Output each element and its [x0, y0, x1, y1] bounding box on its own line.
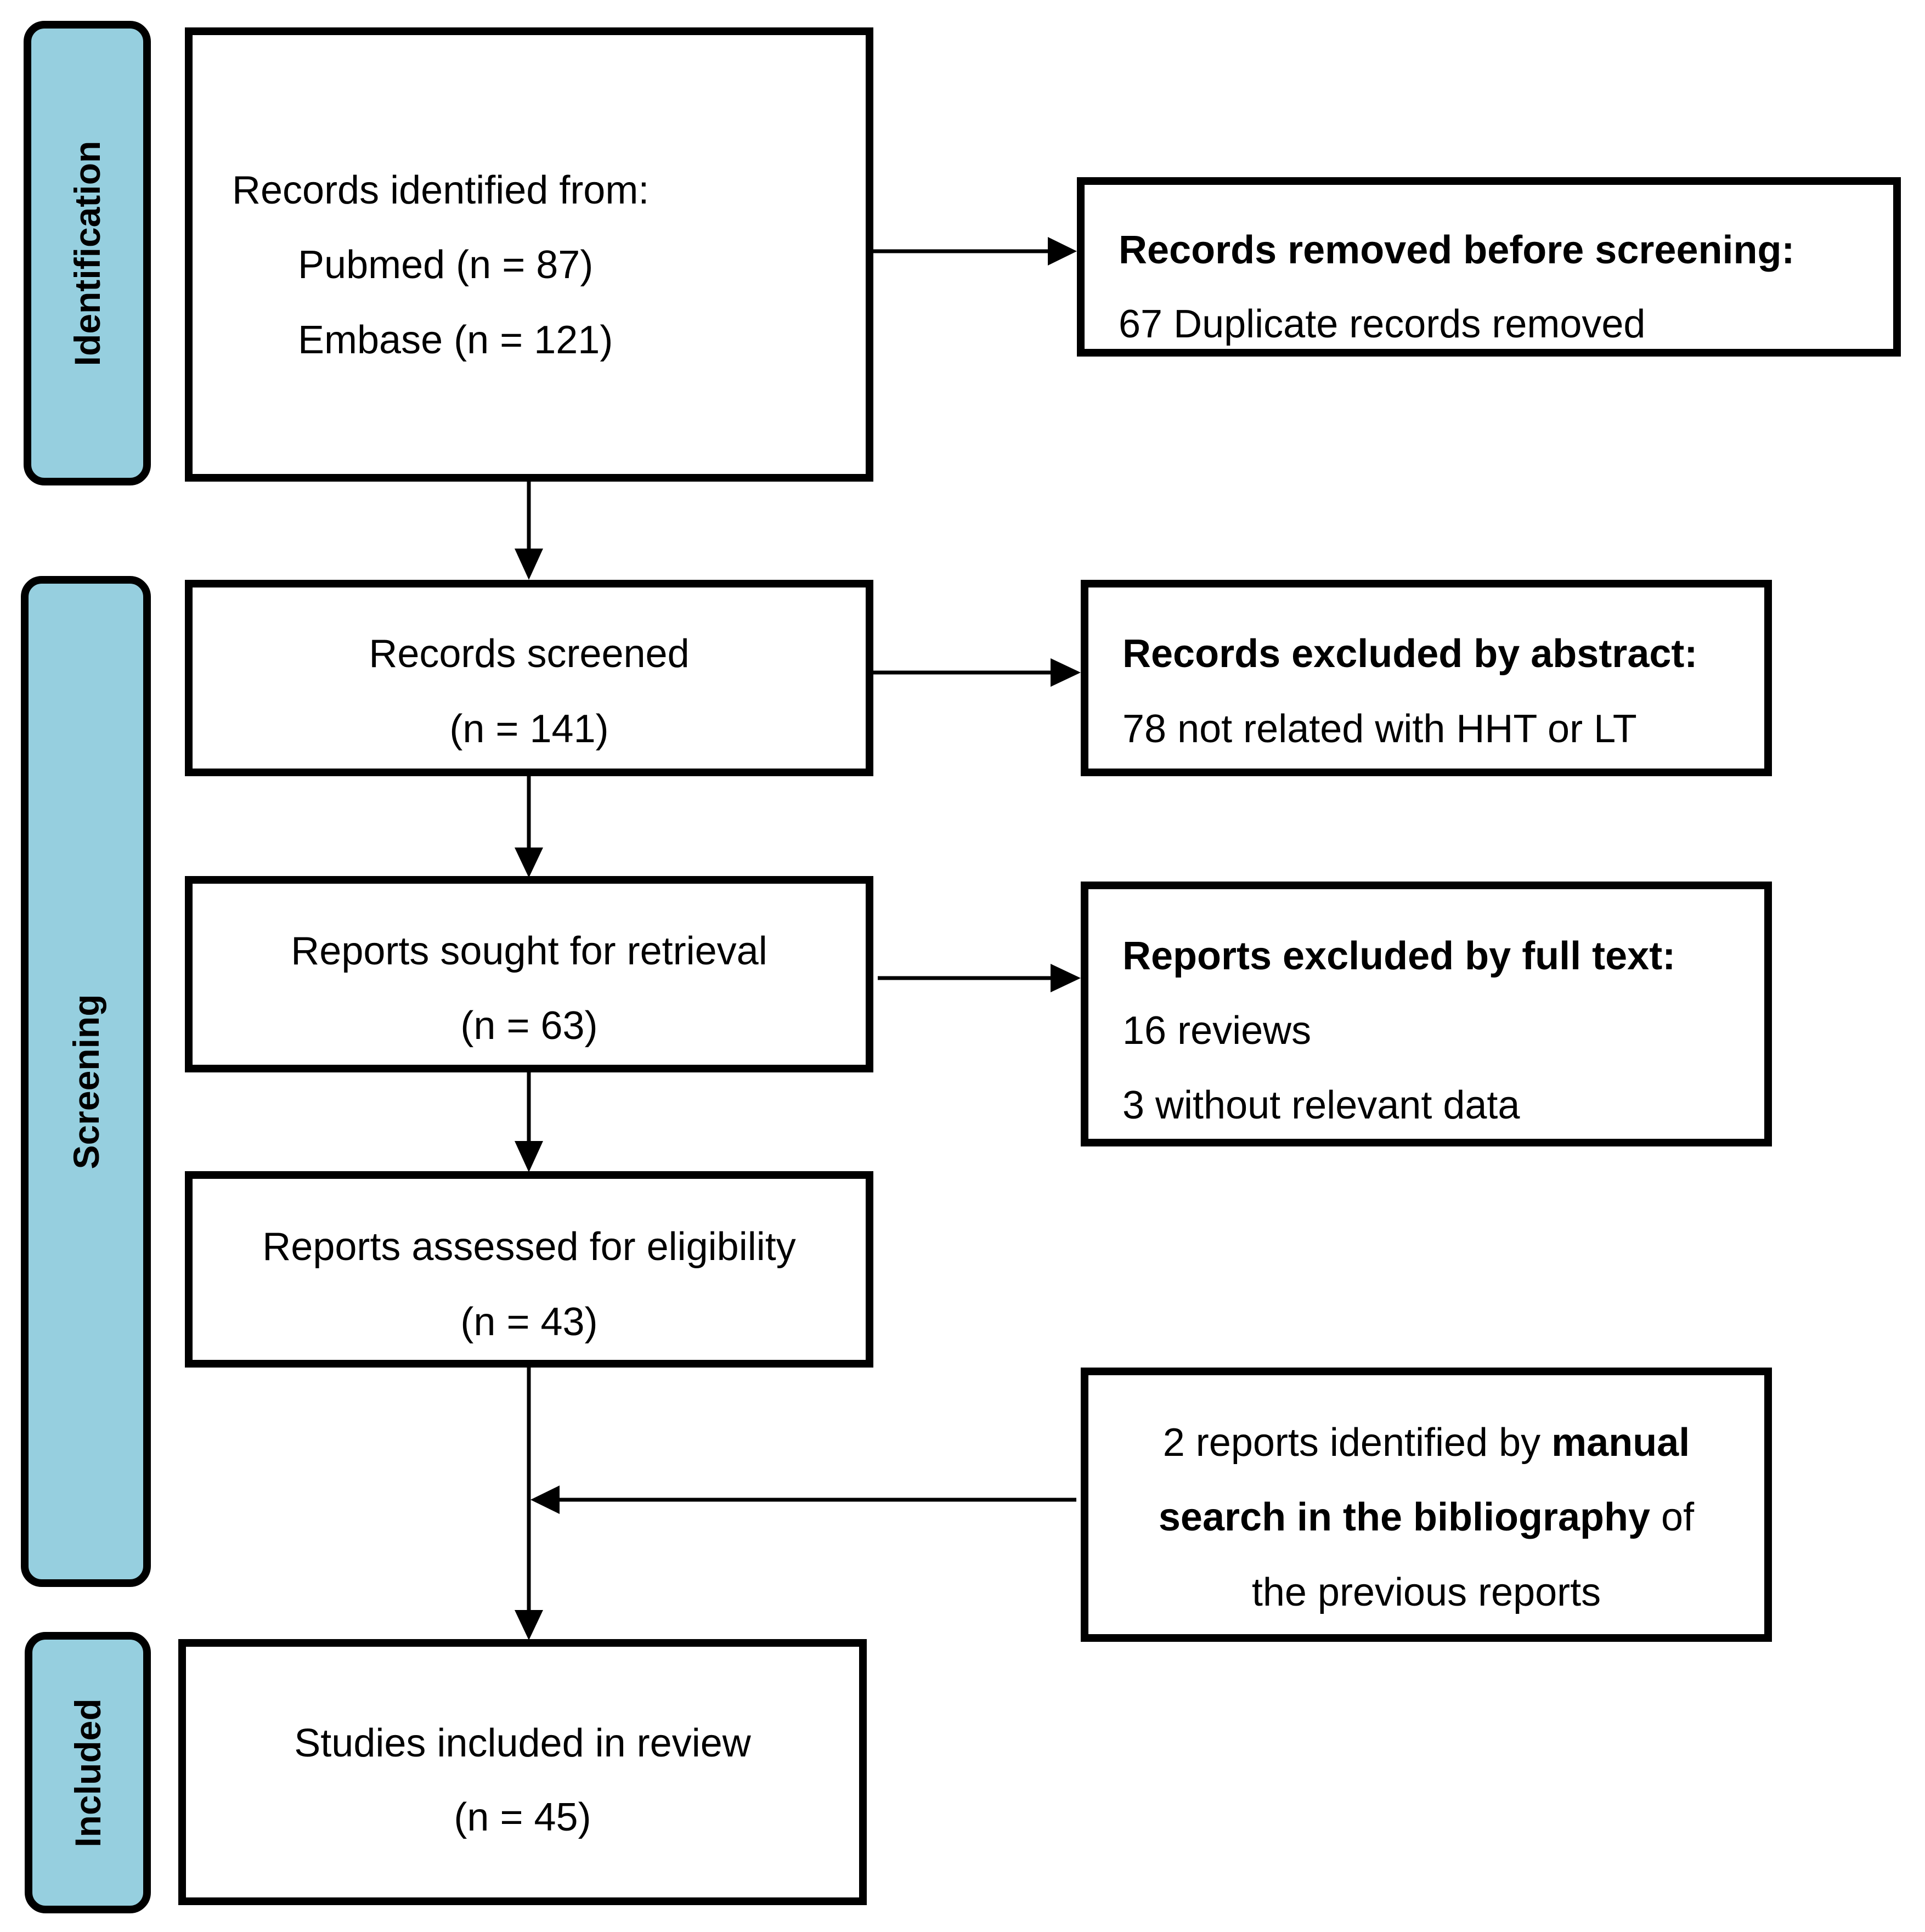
manual-search-line1-bold: manual	[1551, 1421, 1690, 1465]
phase-included: Included	[25, 1632, 151, 1913]
phase-screening: Screening	[21, 576, 151, 1587]
records-identified-title: Records identified from:	[232, 168, 650, 212]
manual-search-line2-bold: search in the bibliography	[1158, 1495, 1651, 1539]
arrowhead-down-3	[515, 1141, 543, 1172]
arrowhead-left-1	[530, 1485, 560, 1514]
reports-excluded-reviews: 16 reviews	[1122, 1009, 1312, 1053]
reports-sought-count: (n = 63)	[460, 1004, 598, 1048]
manual-search-line2: search in the bibliography of	[1088, 1498, 1764, 1537]
reports-assessed-box: Reports assessed for eligibility (n = 43…	[185, 1171, 873, 1368]
manual-search-box: 2 reports identified by manual search in…	[1081, 1368, 1772, 1642]
arrowhead-right-2	[1051, 658, 1081, 687]
reports-excluded-no-data: 3 without relevant data	[1122, 1083, 1520, 1127]
arrowhead-right-1	[1048, 237, 1077, 265]
records-screened-count: (n = 141)	[449, 707, 609, 751]
arrowhead-right-3	[1051, 964, 1081, 992]
records-removed-title: Records removed before screening:	[1119, 228, 1795, 272]
phase-identification: Identification	[24, 21, 151, 485]
reports-excluded-fulltext-title: Reports excluded by full text:	[1122, 934, 1676, 978]
records-excluded-abstract-box: Records excluded by abstract: 78 not rel…	[1081, 580, 1772, 776]
records-excluded-abstract-reason: 78 not related with HHT or LT	[1122, 707, 1637, 751]
studies-included-title: Studies included in review	[294, 1721, 751, 1765]
arrowhead-down-2	[515, 848, 543, 878]
manual-search-line1: 2 reports identified by manual	[1088, 1423, 1764, 1462]
records-removed-box: Records removed before screening: 67 Dup…	[1077, 177, 1901, 357]
records-identified-embase: Embase (n = 121)	[298, 318, 613, 362]
arrowhead-down-1	[515, 549, 543, 580]
manual-search-line2-text: of	[1650, 1495, 1695, 1539]
reports-sought-title: Reports sought for retrieval	[291, 929, 767, 973]
reports-excluded-fulltext-box: Reports excluded by full text: 16 review…	[1081, 882, 1772, 1146]
reports-sought-box: Reports sought for retrieval (n = 63)	[185, 876, 873, 1072]
records-identified-box: Records identified from: Pubmed (n = 87)…	[185, 27, 873, 482]
manual-search-line1-text: 2 reports identified by	[1162, 1421, 1552, 1465]
records-screened-box: Records screened (n = 141)	[185, 580, 873, 776]
records-removed-duplicates: 67 Duplicate records removed	[1119, 302, 1646, 346]
manual-search-line3: the previous reports	[1251, 1571, 1601, 1614]
studies-included-count: (n = 45)	[454, 1795, 591, 1839]
studies-included-box: Studies included in review (n = 45)	[178, 1639, 867, 1905]
records-identified-pubmed: Pubmed (n = 87)	[298, 243, 594, 287]
records-excluded-abstract-title: Records excluded by abstract:	[1122, 632, 1698, 676]
reports-assessed-title: Reports assessed for eligibility	[262, 1225, 796, 1269]
arrowhead-down-4	[515, 1610, 543, 1640]
records-screened-title: Records screened	[369, 632, 690, 676]
reports-assessed-count: (n = 43)	[460, 1300, 598, 1344]
